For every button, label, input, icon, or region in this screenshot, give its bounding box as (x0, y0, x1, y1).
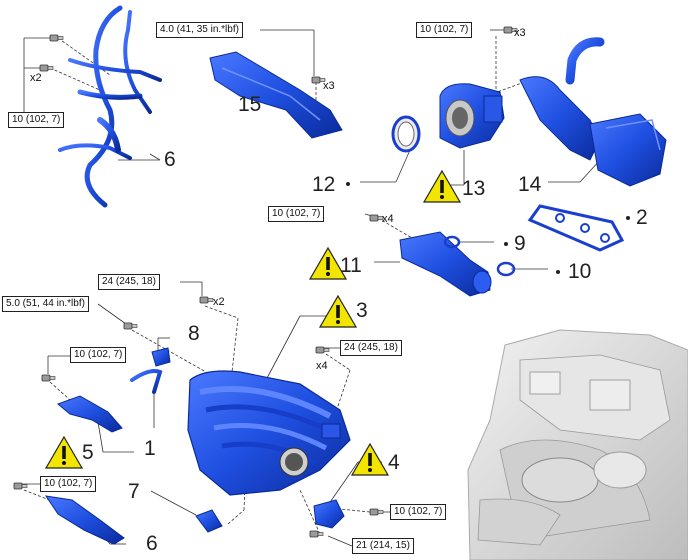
part-number-10: 10 (568, 260, 592, 283)
torque-spec-bottom-right-21: 21 (214, 15) (352, 538, 414, 554)
part-number-3: 3 (356, 299, 368, 322)
quantity-24-right: x4 (316, 360, 328, 372)
part-number-6-upper: 6 (164, 148, 176, 171)
leader-lines (22, 29, 601, 547)
part-8-sensor (151, 347, 171, 367)
warning-triangle-icon (319, 295, 357, 328)
part-number-7: 7 (128, 480, 140, 503)
part-number-13: 13 (462, 177, 486, 200)
torque-spec-part-11: 10 (102, 7) (268, 206, 325, 222)
part-7-bracket (195, 509, 223, 533)
torque-spec-part-15: 4.0 (41, 35 in.*lbf) (156, 22, 243, 38)
quantity-top-left: x2 (30, 72, 42, 84)
part-6-upper-harness (58, 5, 162, 208)
part-number-15: 15 (238, 93, 262, 116)
torque-spec-part-5: 10 (102, 7) (70, 347, 127, 363)
part-12-gasket (391, 115, 421, 153)
part-3-intake-manifold (187, 370, 351, 496)
quantity-part-13: x3 (514, 27, 526, 39)
part-number-6-lower: 6 (146, 532, 158, 555)
torque-spec-bottom-left: 10 (102, 7) (40, 476, 97, 492)
part-number-4: 4 (388, 451, 400, 474)
warning-triangle-icon (351, 443, 389, 476)
part-4-bracket (313, 499, 345, 529)
note-dot (626, 216, 630, 220)
part-number-1: 1 (144, 437, 156, 460)
torque-spec-top-left: 10 (102, 7) (8, 112, 65, 128)
torque-spec-part-13: 10 (102, 7) (416, 22, 473, 38)
part-number-2: 2 (636, 206, 648, 229)
part-6-lower-harness (44, 495, 125, 545)
part-number-8: 8 (188, 322, 200, 345)
part-14-air-cleaner (519, 37, 667, 187)
part-number-12: 12 (312, 173, 336, 196)
quantity-part-11: x4 (382, 213, 394, 225)
part-9-o-ring (443, 235, 461, 249)
part-11-outlet (399, 231, 492, 297)
warning-triangle-icon (45, 436, 83, 469)
engine-reference-image (462, 322, 688, 560)
part-number-14: 14 (518, 173, 542, 196)
part-13-throttle-body (439, 83, 505, 149)
torque-spec-bottom-right-10: 10 (102, 7) (390, 504, 447, 520)
part-number-5: 5 (82, 441, 94, 464)
warning-triangle-icon (423, 170, 461, 203)
torque-spec-24-right: 24 (245, 18) (340, 340, 402, 356)
part-5-bracket (57, 395, 123, 433)
note-dot (556, 270, 560, 274)
note-dot (504, 242, 508, 246)
quantity-24-upper: x2 (213, 296, 225, 308)
quantity-part-15: x3 (323, 80, 335, 92)
part-1-hose (130, 369, 163, 394)
torque-spec-24-upper: 24 (245, 18) (98, 274, 160, 290)
part-number-9: 9 (514, 232, 526, 255)
part-number-11: 11 (340, 254, 362, 277)
part-2-gasket (527, 204, 625, 252)
torque-spec-5: 5.0 (51, 44 in.*lbf) (2, 296, 89, 312)
part-10-o-ring (496, 261, 516, 277)
note-dot (346, 182, 350, 186)
part-15-bracket (209, 51, 343, 139)
